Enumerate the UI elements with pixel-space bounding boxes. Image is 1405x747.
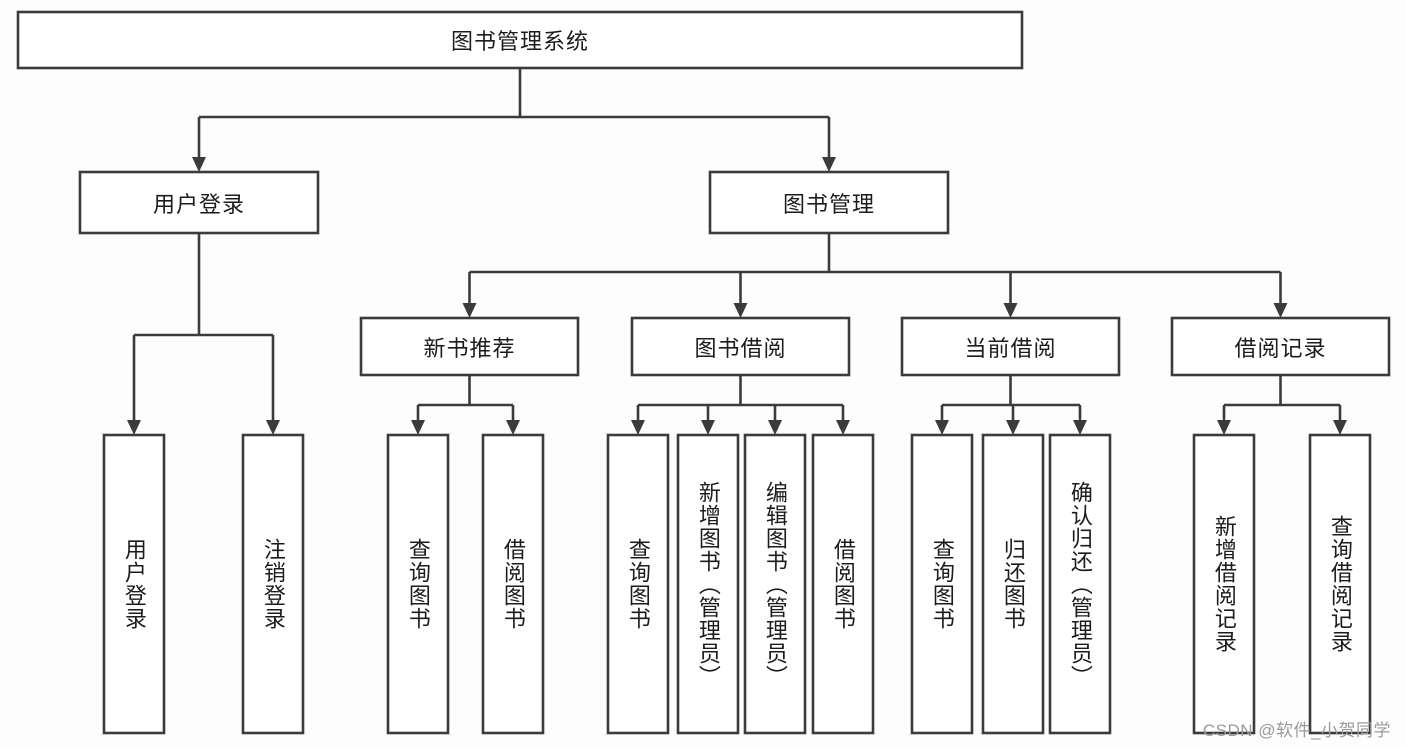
arrow-head-icon [462,303,477,318]
arrow-head-icon [733,303,748,318]
node-level3-box-1[interactable] [630,316,851,377]
node-leaf-box-4[interactable] [606,433,670,735]
node-leaf-box-7[interactable] [811,433,875,735]
node-leaf-box-0[interactable] [102,433,166,735]
arrow-head-icon [192,157,206,172]
arrow-head-icon [822,157,836,172]
arrow-head-icon [1217,420,1231,435]
connectors-layer [127,68,1347,435]
node-leaf-box-9[interactable] [981,433,1045,735]
node-level3-box-3[interactable] [1170,316,1391,377]
arrow-head-icon [701,420,715,435]
arrow-head-icon [1003,303,1018,318]
node-leaf-box-10[interactable] [1048,433,1112,735]
node-level2-box-0[interactable] [78,170,320,235]
node-leaf-box-8[interactable] [910,433,974,735]
node-leaf-box-12[interactable] [1308,433,1372,735]
arrow-head-icon [266,420,280,435]
boxes-layer [16,10,1391,735]
arrow-head-icon [127,420,141,435]
node-leaf-box-3[interactable] [481,433,545,735]
node-level3-box-2[interactable] [900,316,1121,377]
arrow-head-icon [411,420,425,435]
arrow-head-icon [1273,303,1288,318]
node-leaf-box-1[interactable] [241,433,305,735]
arrow-head-icon [768,420,782,435]
arrow-head-icon [1073,420,1087,435]
node-leaf-box-5[interactable] [676,433,740,735]
arrow-head-icon [1006,420,1020,435]
arrow-head-icon [631,420,645,435]
arrow-head-icon [506,420,520,435]
node-leaf-box-11[interactable] [1192,433,1256,735]
node-root-box[interactable] [16,10,1024,70]
arrow-head-icon [1333,420,1347,435]
node-leaf-box-6[interactable] [743,433,807,735]
arrow-head-icon [935,420,949,435]
node-level2-box-1[interactable] [708,170,950,235]
arrow-head-icon [836,420,850,435]
node-level3-box-0[interactable] [359,316,580,377]
node-leaf-box-2[interactable] [386,433,450,735]
